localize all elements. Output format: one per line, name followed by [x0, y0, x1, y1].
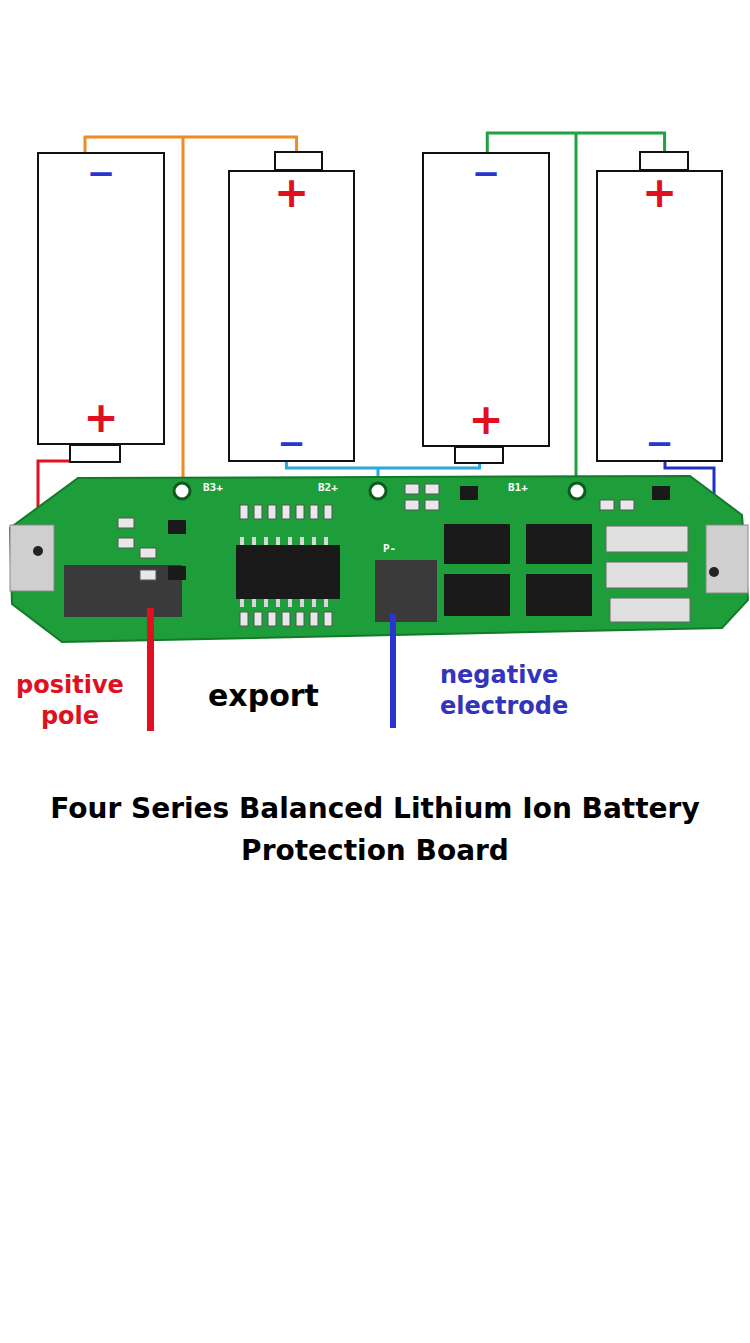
pointer-line	[390, 614, 396, 728]
pin-label: P-	[383, 542, 396, 555]
ic-chip	[236, 545, 340, 599]
battery-terminal	[275, 152, 322, 170]
wire	[182, 137, 185, 488]
callout-label: negative electrode	[440, 660, 600, 722]
battery-terminal	[70, 445, 120, 462]
pcb	[10, 476, 748, 642]
solder-pad	[706, 525, 748, 593]
callout-label: positive pole	[8, 670, 132, 732]
pin-label: B1+	[508, 481, 528, 494]
pin-label: B2+	[318, 481, 338, 494]
wire-hole	[569, 483, 585, 499]
smd-components	[118, 484, 634, 626]
positive-sign: +	[642, 172, 677, 214]
negative-sign: −	[87, 156, 116, 190]
wire-hole	[370, 483, 386, 499]
output-pad	[64, 565, 182, 617]
output-pad	[375, 560, 437, 622]
battery-cell: −+	[37, 152, 165, 445]
sense-resistors	[606, 526, 690, 622]
solder-point	[33, 546, 43, 556]
solder-point	[709, 567, 719, 577]
negative-sign: −	[277, 426, 306, 460]
pin-label: B3+	[203, 481, 223, 494]
title: Four Series Balanced Lithium Ion Battery…	[40, 788, 710, 872]
battery-terminal	[455, 447, 503, 463]
positive-sign: +	[83, 397, 118, 439]
wire-hole	[174, 483, 190, 499]
negative-sign: −	[472, 156, 501, 190]
wire	[575, 133, 578, 488]
solder-pad	[10, 525, 54, 591]
pointer-line	[147, 608, 154, 731]
mosfets	[444, 524, 592, 616]
battery-cell: +−	[228, 170, 355, 462]
positive-sign: +	[468, 399, 503, 441]
ic-pins	[240, 537, 328, 607]
transistors	[168, 486, 670, 580]
negative-sign: −	[645, 426, 674, 460]
battery-cell: −+	[422, 152, 550, 447]
battery-cell: +−	[596, 170, 723, 462]
positive-sign: +	[274, 172, 309, 214]
battery-terminal	[640, 152, 688, 170]
callout-label: export	[208, 676, 319, 715]
